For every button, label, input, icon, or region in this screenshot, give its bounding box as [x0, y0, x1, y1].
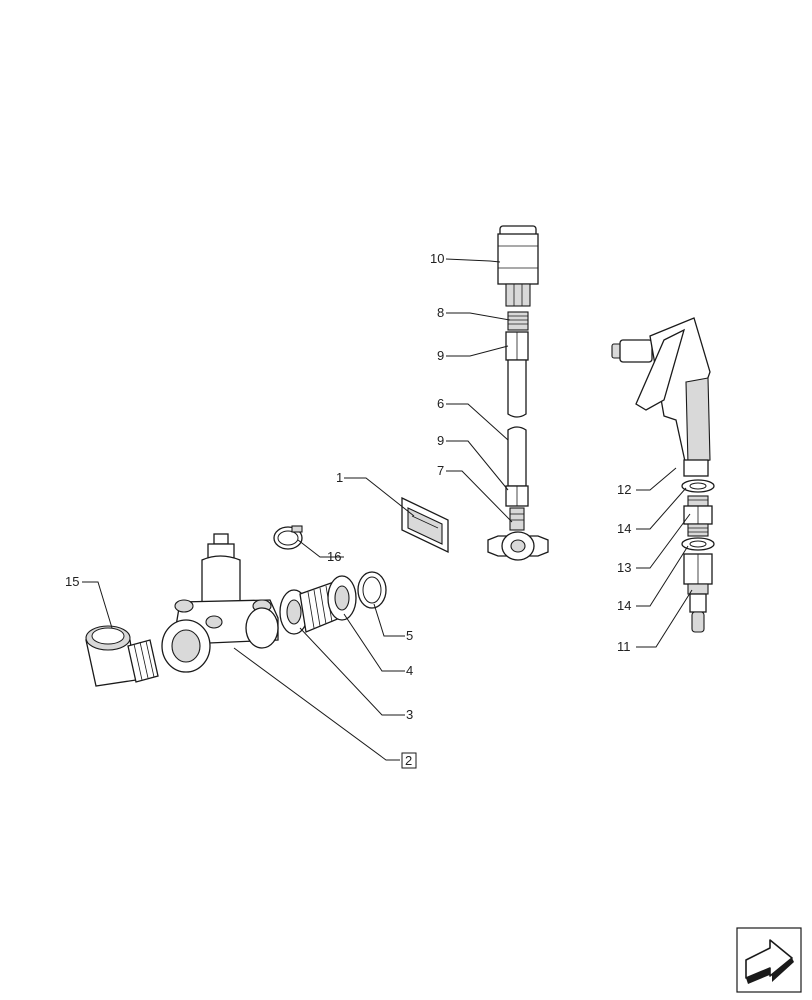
part-7-hose-tail [487, 507, 549, 561]
callout-15: 15 [65, 574, 79, 589]
callout-11: 11 [617, 639, 631, 654]
navigation-arrow-icon[interactable] [736, 927, 802, 993]
part-10-coupling [497, 225, 539, 307]
part-1-label [401, 496, 449, 554]
part-14-washer-lower [681, 537, 715, 551]
callout-12: 12 [617, 482, 631, 497]
callout-13: 13 [617, 560, 631, 575]
part-9-ferrule-lower [505, 485, 529, 507]
callout-2: 2 [405, 753, 412, 768]
callout-9-lower: 9 [437, 433, 444, 448]
callout-8: 8 [437, 305, 444, 320]
callout-labels: 10 8 9 6 9 7 1 16 15 5 4 3 2 12 14 13 14… [65, 251, 631, 769]
callout-4: 4 [406, 663, 413, 678]
part-14-washer-upper [681, 479, 715, 493]
part-2-reducer-valve [161, 533, 279, 673]
part-11-plug [683, 553, 713, 633]
part-13-double-nipple [683, 495, 713, 537]
part-9-ferrule-upper [505, 331, 529, 361]
part-15-elbow [85, 625, 159, 687]
leader-lines [82, 258, 693, 761]
part-16-clip [273, 525, 303, 550]
callout-3: 3 [406, 707, 413, 722]
callout-16: 16 [327, 549, 341, 564]
callout-9-upper: 9 [437, 348, 444, 363]
callout-10: 10 [430, 251, 444, 266]
callout-14-upper: 14 [617, 521, 631, 536]
callout-1: 1 [336, 470, 343, 485]
part-5-oring [357, 571, 387, 609]
callout-5: 5 [406, 628, 413, 643]
part-4-bulkhead [299, 575, 357, 633]
callout-14-lower: 14 [617, 598, 631, 613]
callout-6: 6 [437, 396, 444, 411]
callout-7: 7 [437, 463, 444, 478]
part-8-nipple [507, 311, 529, 331]
part-6-hose [507, 359, 527, 487]
callout-2-box [401, 752, 417, 769]
part-12-blow-gun [611, 317, 711, 477]
